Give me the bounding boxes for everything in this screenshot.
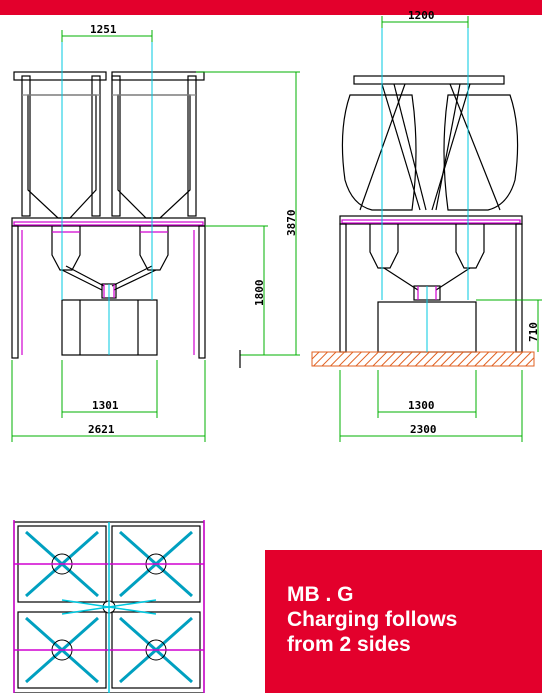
front-bottom-total-width-label: 2621 — [88, 423, 115, 436]
front-bottom-inner-width-label: 1301 — [92, 399, 119, 412]
ground-hatch — [311, 351, 535, 367]
info-model-label: MB . G — [287, 583, 354, 606]
front-lower-height-label: 1800 — [253, 279, 266, 307]
side-view — [339, 75, 523, 353]
side-bottom-total-width-label: 2300 — [410, 423, 437, 436]
brand-header-bar — [0, 0, 542, 15]
plan-view — [13, 520, 205, 693]
info-sides-line: from 2 sides — [287, 633, 411, 656]
side-bottom-inner-width-label: 1300 — [408, 399, 435, 412]
front-total-height-label: 3870 — [285, 209, 298, 237]
info-box: MB . G Charging follows from 2 sides — [265, 550, 542, 693]
side-right-height-label: 710 — [527, 322, 540, 342]
front-view — [11, 71, 206, 359]
info-charging-line: Charging follows — [287, 608, 458, 631]
side-top-width-label: 1200 — [408, 9, 435, 22]
front-top-width-label: 1251 — [90, 23, 117, 36]
